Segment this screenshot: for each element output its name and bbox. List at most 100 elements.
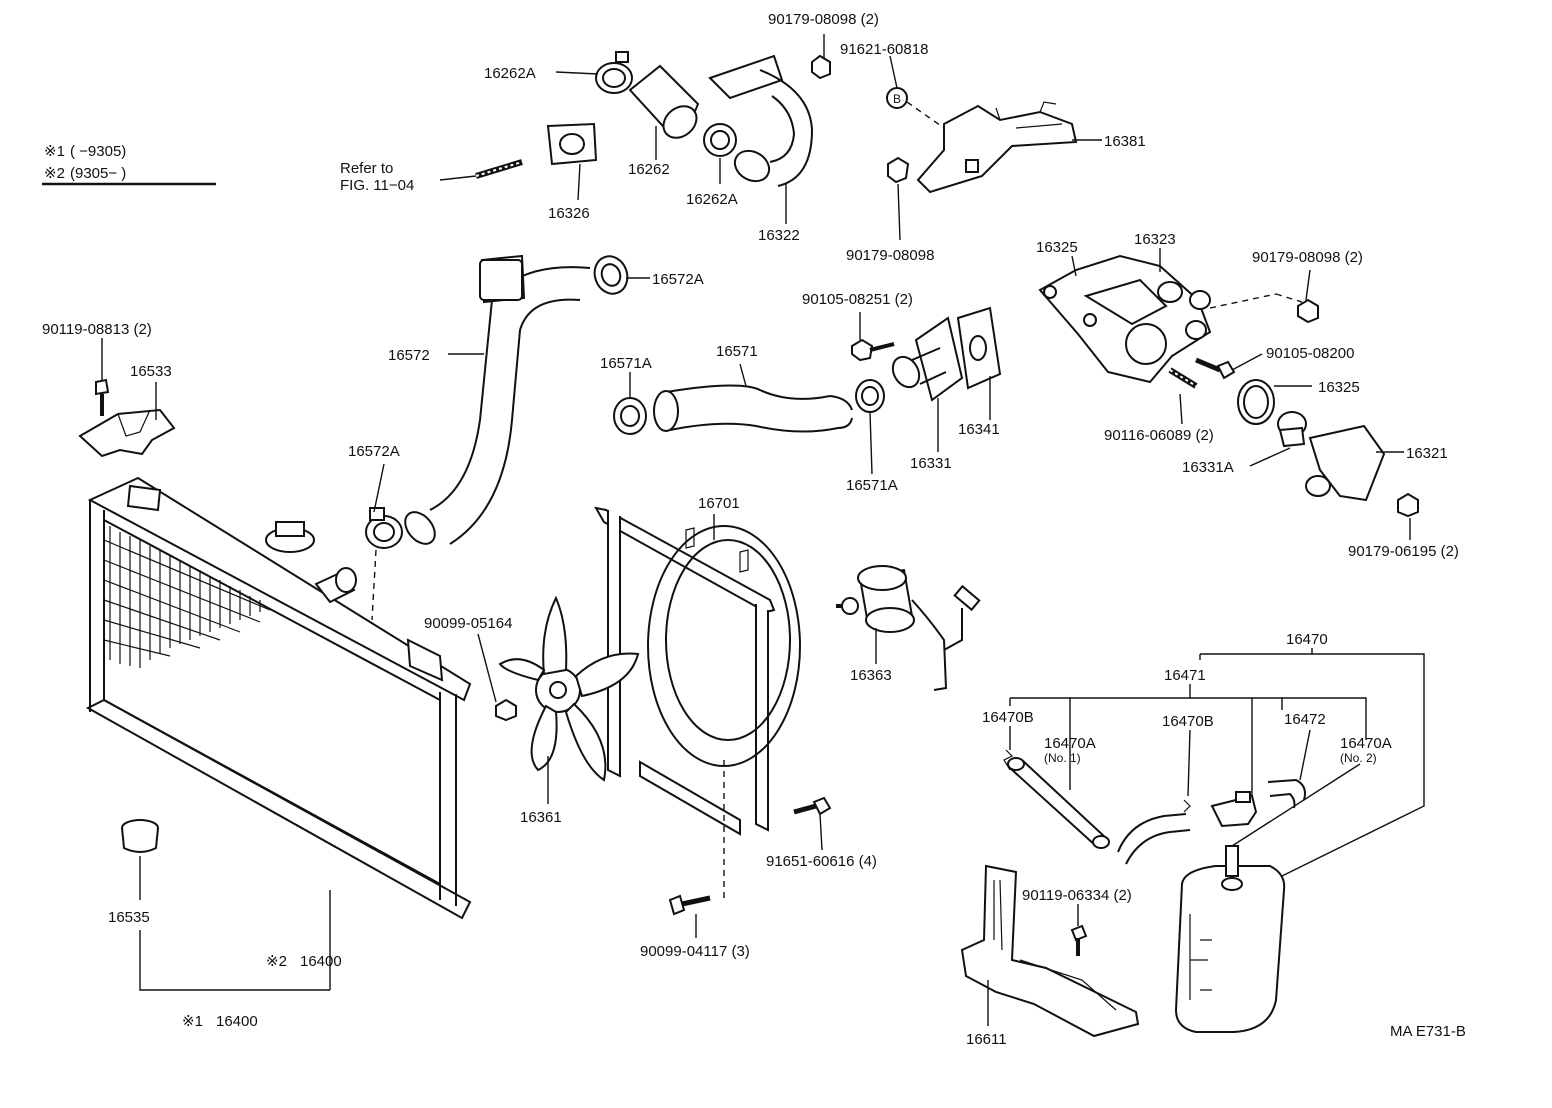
radiator-16400 <box>85 476 472 920</box>
housing-16323 <box>1083 278 1211 365</box>
clamp-16572A-top <box>593 255 629 295</box>
callout-16472: 16472 <box>1284 711 1326 728</box>
radiator-core-fins <box>103 526 271 668</box>
refer-line-2: FIG. 11−04 <box>340 177 414 194</box>
callout-90099-05164: 90099-05164 <box>424 615 512 632</box>
callout-16470A-right: 16470A <box>1340 735 1392 752</box>
bolt-90105-08200 <box>1195 357 1236 380</box>
callout-16361: 16361 <box>520 809 562 826</box>
cushion-16535 <box>121 819 159 853</box>
bolt-90119-08813 <box>95 378 110 416</box>
bolt-90099-04117 <box>668 894 711 916</box>
clamp-16572A-mid <box>365 507 403 549</box>
callout-90179-08098-2-top: 90179-08098 (2) <box>768 11 879 28</box>
bolt-refer <box>475 159 523 179</box>
clip-16470B-left <box>1003 749 1014 771</box>
callout-90105-08251: 90105-08251 (2) <box>802 291 913 308</box>
pipe-16322 <box>708 54 814 187</box>
nut-90179-06195 <box>1397 492 1419 518</box>
callout-16470A-left: 16470A <box>1044 735 1096 752</box>
ring-16325 <box>1237 379 1275 425</box>
legend: ※1 ( −9305) ※2 (9305− ) <box>42 143 216 186</box>
clip-16470B-right <box>1183 799 1191 813</box>
callout-90179-08098: 90179-08098 <box>846 247 934 264</box>
gasket-16326 <box>546 122 598 166</box>
callout-16471: 16471 <box>1164 667 1206 684</box>
callout-16400-2: 16400 <box>300 953 342 970</box>
hose-16470A-no2 <box>1117 813 1191 865</box>
callout-90105-08200: 90105-08200 <box>1266 345 1354 362</box>
refer-line-1: Refer to <box>340 160 393 177</box>
callout-16363: 16363 <box>850 667 892 684</box>
callout-91621-60818: 91621-60818 <box>840 41 928 58</box>
callout-16701: 16701 <box>698 495 740 512</box>
callout-16572: 16572 <box>388 347 430 364</box>
callout-labels: 90179-08098 (2) 91621-60818 16262A 16326… <box>42 11 1466 1048</box>
callout-16572A-top: 16572A <box>652 271 704 288</box>
cap-16471 <box>1210 791 1258 828</box>
gasket-16341 <box>956 306 1002 390</box>
nut-mid <box>887 156 910 184</box>
callout-16470B-right: 16470B <box>1162 713 1214 730</box>
bolt-91651-60616 <box>793 796 832 816</box>
outlet-16321 <box>1305 424 1386 502</box>
callout-16571A-right: 16571A <box>846 477 898 494</box>
hose-16571 <box>653 384 853 433</box>
clamp-16571A-right <box>855 379 885 413</box>
hose-16572 <box>404 254 591 545</box>
bolt-90105-08251 <box>851 338 895 362</box>
legend-range-1: ( −9305) <box>70 143 126 160</box>
callout-no2: (No. 2) <box>1340 751 1377 765</box>
callout-16381: 16381 <box>1104 133 1146 150</box>
callout-90179-08098-2-right: 90179-08098 (2) <box>1252 249 1363 266</box>
thermostat-16331A <box>1277 411 1307 448</box>
callout-16341: 16341 <box>958 421 1000 438</box>
legend-mark-1: ※1 <box>44 143 65 160</box>
callout-16400-1: 16400 <box>216 1013 258 1030</box>
diagram-code: MA E731-B <box>1390 1023 1466 1040</box>
stud-90116-06089 <box>1168 367 1198 389</box>
callout-16325-a: 16325 <box>1036 239 1078 256</box>
callout-16470B-left: 16470B <box>982 709 1034 726</box>
callout-16571A-left: 16571A <box>600 355 652 372</box>
hose-16470A-no1 <box>1007 757 1110 849</box>
callout-16533: 16533 <box>130 363 172 380</box>
marker-b-label: B <box>893 92 901 106</box>
clamp-16571A-left <box>613 397 647 435</box>
shroud-16701 <box>594 506 801 836</box>
callout-16262: 16262 <box>628 161 670 178</box>
callout-16331A: 16331A <box>1182 459 1234 476</box>
callout-90116-06089: 90116-06089 (2) <box>1104 427 1214 444</box>
callout-91651-60616: 91651-60616 (4) <box>766 853 877 870</box>
callout-90099-04117: 90099-04117 (3) <box>640 943 750 960</box>
callout-16262A-mid: 16262A <box>686 191 738 208</box>
tank-16470 <box>1174 845 1286 1033</box>
motor-16363 <box>836 565 981 691</box>
callout-16470: 16470 <box>1286 631 1328 648</box>
callout-16611: 16611 <box>966 1031 1007 1048</box>
nut-90179-08098-right <box>1297 298 1319 324</box>
callout-90119-08813: 90119-08813 (2) <box>42 321 152 338</box>
callout-16322: 16322 <box>758 227 800 244</box>
callout-90179-06195: 90179-06195 (2) <box>1348 543 1459 560</box>
bracket-16533 <box>78 408 176 458</box>
nut-top <box>811 54 831 80</box>
callout-16323: 16323 <box>1134 231 1176 248</box>
nut-90099-05164 <box>495 698 517 722</box>
callout-16331: 16331 <box>910 455 952 472</box>
callout-90119-06334: 90119-06334 (2) <box>1022 887 1132 904</box>
callout-16400-1-mark: ※1 <box>182 1013 203 1030</box>
refer-note: Refer to FIG. 11−04 <box>340 160 477 194</box>
legend-range-2: (9305− ) <box>70 165 126 182</box>
shield-16611 <box>960 864 1140 1038</box>
legend-mark-2: ※2 <box>44 165 65 182</box>
radiator-inlet <box>314 567 357 604</box>
callout-16535: 16535 <box>108 909 150 926</box>
clamp-16262A-top <box>595 51 633 94</box>
callout-16262A-top: 16262A <box>484 65 536 82</box>
fan-16361 <box>498 595 640 782</box>
inlet-16331 <box>891 316 964 402</box>
hose-16472 <box>1267 778 1306 809</box>
callout-16321: 16321 <box>1406 445 1448 462</box>
